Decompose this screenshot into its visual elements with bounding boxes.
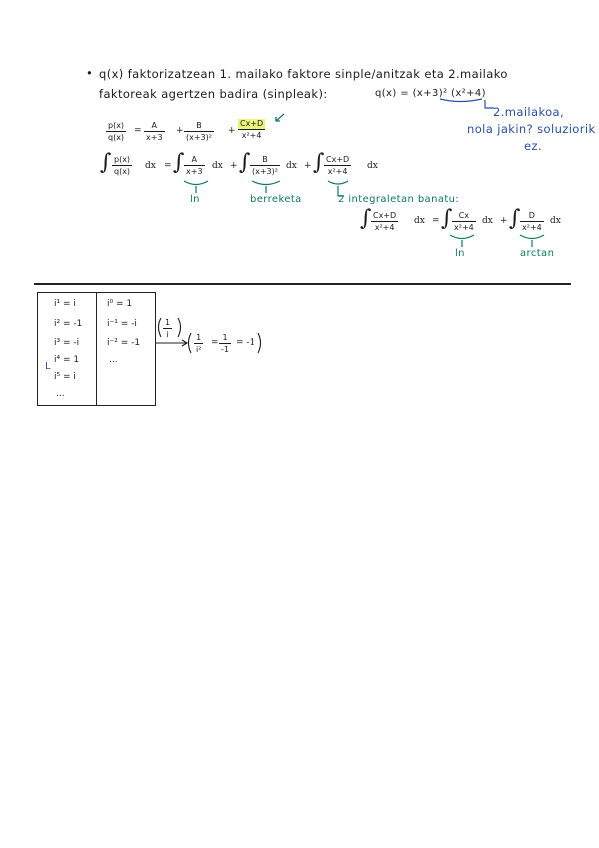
- decomp-plus-2: +: [228, 126, 236, 136]
- section-divider: [34, 283, 571, 285]
- intro-line-1: q(x) faktorizatzean 1. mailako faktore s…: [99, 67, 508, 81]
- split-term-1: Cx x²+4: [452, 211, 476, 232]
- integral-lhs: p(x) q(x): [112, 155, 133, 176]
- table-left-row: i¹ = i: [54, 299, 76, 309]
- label-arctan: arctan: [520, 248, 555, 259]
- result-frac-2: 1-1: [219, 333, 231, 354]
- label-ln-1: ln: [190, 194, 200, 205]
- inverse-i-den: i: [166, 330, 169, 339]
- integral-sign-lhs: ∫: [100, 150, 112, 175]
- side-note-line-2: nola jakin? soluziorik: [467, 122, 596, 136]
- split-integral-sign-2: ∫: [509, 206, 521, 231]
- integral-sign-3: ∫: [313, 150, 325, 175]
- split-r2-num: D: [528, 211, 535, 220]
- decomp-lhs-den: q(x): [108, 133, 125, 142]
- decomp-term-3: Cx+D x²+4: [238, 119, 266, 140]
- result-den-1: i²: [196, 345, 202, 354]
- decomp-plus-1: +: [176, 126, 184, 136]
- integral-lhs-num: p(x): [114, 155, 131, 164]
- integral-dx-1: dx: [212, 161, 223, 171]
- decomp-t2-num: B: [196, 121, 202, 130]
- decomp-t1-den: x+3: [146, 133, 163, 142]
- integral-term-3: Cx+D x²+4: [324, 155, 352, 176]
- integral-sign-1: ∫: [173, 150, 185, 175]
- integral-i1-num: A: [191, 155, 197, 164]
- table-right-row: i⁻² = -1: [107, 338, 141, 348]
- integral-lhs-dx: dx: [145, 161, 156, 171]
- cycle-mark: L: [45, 361, 51, 372]
- result-den-2: -1: [221, 345, 229, 354]
- split-r2-den: x²+4: [522, 223, 542, 232]
- result-frac-1: 1 i²: [194, 333, 204, 354]
- integral-dx-3: dx: [367, 161, 378, 171]
- result-tail: = -1: [236, 338, 256, 348]
- table-left-row: i⁵ = i: [54, 372, 76, 382]
- split-eq: =: [432, 216, 440, 226]
- decomp-t3-den: x²+4: [241, 131, 262, 140]
- split-integral-sign-lhs: ∫: [360, 206, 372, 231]
- split-note: 2 integraletan banatu:: [338, 194, 460, 205]
- split-integral-sign-1: ∫: [441, 206, 453, 231]
- decomp-eq: =: [134, 126, 142, 136]
- bullet: •: [86, 66, 94, 80]
- split-lhs-den: x²+4: [374, 223, 395, 232]
- integral-i2-num: B: [262, 155, 268, 164]
- label-ln-2: ln: [455, 248, 465, 259]
- decomp-t3-num: Cx+D: [238, 119, 266, 129]
- integral-dx-2: dx: [286, 161, 297, 171]
- split-lhs-num: Cx+D: [373, 211, 397, 220]
- qx-factorization: q(x) = (x+3)² (x²+4): [375, 88, 486, 99]
- split-dx-1: dx: [482, 216, 493, 226]
- table-left-row: i² = -1: [54, 319, 83, 329]
- integral-sign-2: ∫: [239, 150, 251, 175]
- table-divider: [96, 292, 98, 405]
- split-r1-num: Cx: [458, 211, 470, 220]
- split-plus: +: [500, 216, 508, 226]
- integral-term-2: B (x+3)²: [250, 155, 280, 176]
- split-r1-den: x²+4: [454, 223, 474, 232]
- decomp-lhs: p(x) q(x): [106, 121, 127, 142]
- side-note-line-3: ez.: [524, 139, 542, 153]
- split-lhs: Cx+D x²+4: [371, 211, 399, 232]
- table-right-row: i⁻¹ = -i: [107, 319, 137, 329]
- result-eq: =: [211, 338, 219, 348]
- decomp-t2-den: (x+3)²: [186, 133, 212, 142]
- integral-lhs-den: q(x): [114, 167, 131, 176]
- integral-plus-2: +: [304, 161, 312, 171]
- decomp-lhs-num: p(x): [108, 121, 125, 130]
- integral-i2-den: (x+3)²: [252, 167, 278, 176]
- table-left-row: ...: [56, 389, 65, 399]
- integral-i3-num: Cx+D: [326, 155, 350, 164]
- integral-i1-den: x+3: [186, 167, 203, 176]
- table-left-row: i³ = -i: [54, 338, 80, 348]
- decomp-t1-num: A: [151, 121, 157, 130]
- inverse-i-num: 1: [165, 318, 171, 327]
- table-right-row: i⁰ = 1: [107, 299, 133, 309]
- integral-plus-1: +: [230, 161, 238, 171]
- result-num-2: 1: [222, 333, 228, 342]
- table-left-row: i⁴ = 1: [54, 355, 80, 365]
- side-note-line-1: 2.mailakoa,: [493, 105, 565, 119]
- result-num-1: 1: [196, 333, 202, 342]
- split-dx-2: dx: [550, 216, 561, 226]
- table-right-row: ...: [109, 355, 118, 365]
- intro-line-2: faktoreak agertzen badira (sinpleak):: [99, 87, 328, 101]
- split-lhs-dx: dx: [414, 216, 425, 226]
- integral-i3-den: x²+4: [327, 167, 348, 176]
- label-berreketa: berreketa: [250, 194, 302, 205]
- integral-eq: =: [164, 161, 172, 171]
- decomp-term-2: B (x+3)²: [184, 121, 214, 142]
